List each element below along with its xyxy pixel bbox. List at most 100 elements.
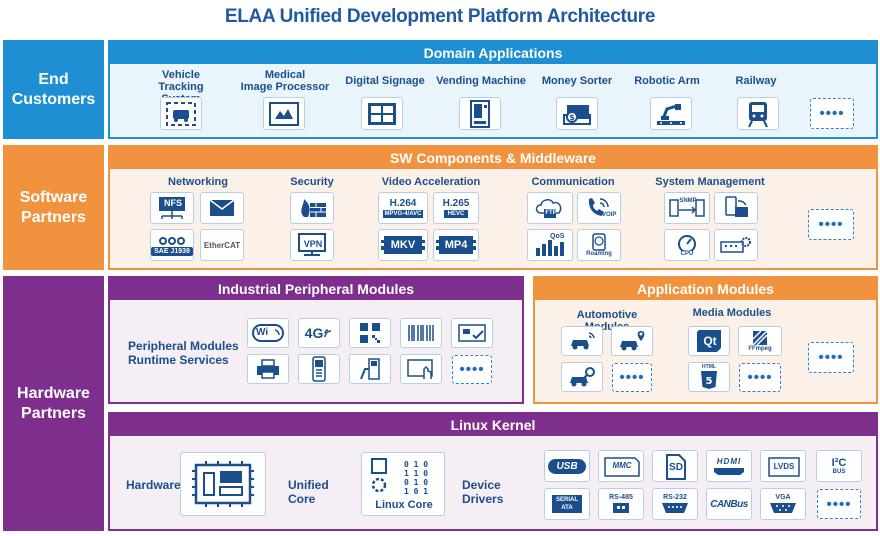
wifi-icon: Wi	[247, 318, 289, 348]
html-label: HTML	[702, 364, 716, 370]
cpu-gauge-icon: CPU	[664, 229, 710, 261]
appmod-more-placeholder: ••••	[808, 342, 854, 373]
circuit-board-icon	[180, 452, 266, 516]
remote-device-icon	[714, 192, 758, 224]
page-title: ELAA Unified Development Platform Archit…	[224, 6, 656, 27]
ethercat-icon: EtherCAT	[200, 229, 244, 261]
qr-code-icon	[349, 318, 391, 348]
car-diagnostics-icon	[561, 362, 603, 392]
group-label-communication: Communication	[531, 176, 615, 188]
i2c-bus-icon: I²C BUS	[816, 450, 862, 482]
svg-text:1 0 1: 1 0 1	[404, 487, 428, 496]
rs232-label: RS-232	[663, 493, 687, 501]
vpn-icon: VPN	[290, 229, 334, 261]
mp4-icon: MP4	[433, 229, 479, 261]
canbus-icon: CANBus	[706, 488, 752, 520]
linux-kernel-header: Linux Kernel	[110, 414, 876, 436]
4g-label: 4G	[304, 325, 324, 341]
voip-label: VOIP	[602, 212, 617, 218]
vehicle-tracking-icon	[160, 97, 202, 130]
group-label-networking: Networking	[168, 176, 228, 188]
ethercat-label: EtherCAT	[203, 240, 241, 250]
voip-icon: VOIP	[577, 192, 621, 224]
h264-icon: H.264 MPVG-4/AVC	[378, 192, 428, 224]
group-label-security: Security	[290, 176, 334, 188]
qos-icon: QoS	[527, 229, 573, 261]
mail-network-icon	[200, 192, 244, 224]
domain-applications-header: Domain Applications	[110, 42, 876, 64]
touch-screen-icon	[400, 354, 442, 384]
sw-more-placeholder: ••••	[808, 209, 854, 240]
group-label-system: System Management	[655, 176, 765, 188]
lvds-icon: LVDS	[760, 450, 806, 482]
sae-label: SAE J1939	[151, 246, 193, 256]
railway-icon	[737, 97, 779, 130]
i2c-label: I²C	[831, 457, 847, 469]
handheld-device-icon	[298, 354, 340, 384]
row-label-end-customers: End Customers	[3, 40, 104, 139]
linux-core-label: Linux Core	[375, 499, 433, 511]
scanner-terminal-icon	[349, 354, 391, 384]
group-label-video: Video Acceleration	[381, 176, 481, 188]
firewall-icon	[290, 192, 334, 224]
media-modules-label: Media Modules	[692, 307, 772, 319]
hdmi-icon: HDMI	[706, 450, 752, 482]
money-sorter-icon: $	[556, 97, 598, 130]
robotic-arm-icon	[650, 97, 692, 130]
h265-icon: H.265 HEVC	[433, 192, 479, 224]
sae-j1939-icon: SAE J1939	[150, 229, 194, 261]
sd-label: SD	[669, 462, 683, 473]
svg-text:0 1 0: 0 1 0	[404, 460, 428, 469]
application-modules-header: Application Modules	[535, 278, 876, 300]
ftp-label: FTP	[545, 210, 557, 216]
h264-sublabel: MPVG-4/AVC	[382, 210, 424, 218]
ftp-icon: FTP	[527, 192, 573, 224]
snmp-icon: SNMP	[664, 192, 710, 224]
app-label-money-sorter: Money Sorter	[541, 75, 613, 87]
app-label-medical-image: Medical Image Processor	[240, 69, 330, 93]
car-location-icon	[611, 326, 653, 356]
roaming-icon: Roaming	[577, 229, 621, 261]
mp4-label: MP4	[435, 236, 477, 254]
qt-label: Qt	[703, 334, 717, 348]
svg-text:5: 5	[706, 376, 713, 387]
lvds-label: LVDS	[773, 462, 795, 471]
h265-sublabel: HEVC	[443, 210, 469, 218]
drivers-more-placeholder: ••••	[817, 489, 861, 519]
row-label-hardware-partners: Hardware Partners	[3, 276, 104, 531]
rs232-icon: RS-232	[652, 488, 698, 520]
sata-icon: SERIAL ATA	[544, 488, 590, 520]
usb-label: USB	[548, 458, 586, 474]
app-label-digital-signage: Digital Signage	[345, 75, 425, 87]
domain-more-placeholder: ••••	[810, 98, 854, 129]
qt-icon: Qt	[688, 326, 730, 356]
svg-text:1 1 0: 1 1 0	[404, 469, 428, 478]
cpu-label: CPU	[680, 251, 694, 257]
module-settings-icon	[714, 229, 758, 261]
device-drivers-label: Device Drivers	[462, 478, 504, 506]
automotive-more-placeholder: ••••	[612, 363, 652, 392]
4g-icon: 4G	[298, 318, 340, 348]
roaming-label: Roaming	[586, 251, 612, 257]
canbus-label: CANBus	[710, 498, 748, 510]
app-label-railway: Railway	[735, 75, 777, 87]
mkv-label: MKV	[380, 236, 426, 254]
vga-label: VGA	[775, 493, 791, 501]
h264-label: H.264	[389, 198, 417, 209]
svg-text:$: $	[569, 113, 575, 122]
sata-label: SERIAL ATA	[551, 495, 582, 513]
nfs-label: NFS	[164, 198, 182, 208]
vending-machine-icon	[459, 97, 501, 130]
ffmpeg-label: FFmpeg	[748, 346, 772, 352]
mmc-label: MMC	[612, 461, 632, 470]
printer-icon	[247, 354, 289, 384]
sw-components-header: SW Components & Middleware	[110, 147, 876, 169]
snmp-label: SNMP	[679, 198, 697, 204]
row-label-software-partners: Software Partners	[3, 145, 104, 270]
nfs-icon: NFS	[150, 192, 194, 224]
wifi-label: Wi	[256, 327, 269, 338]
industrial-peripheral-header: Industrial Peripheral Modules	[110, 278, 522, 300]
unified-core-label: Unified Core	[288, 478, 329, 506]
qos-label: QoS	[550, 233, 565, 240]
